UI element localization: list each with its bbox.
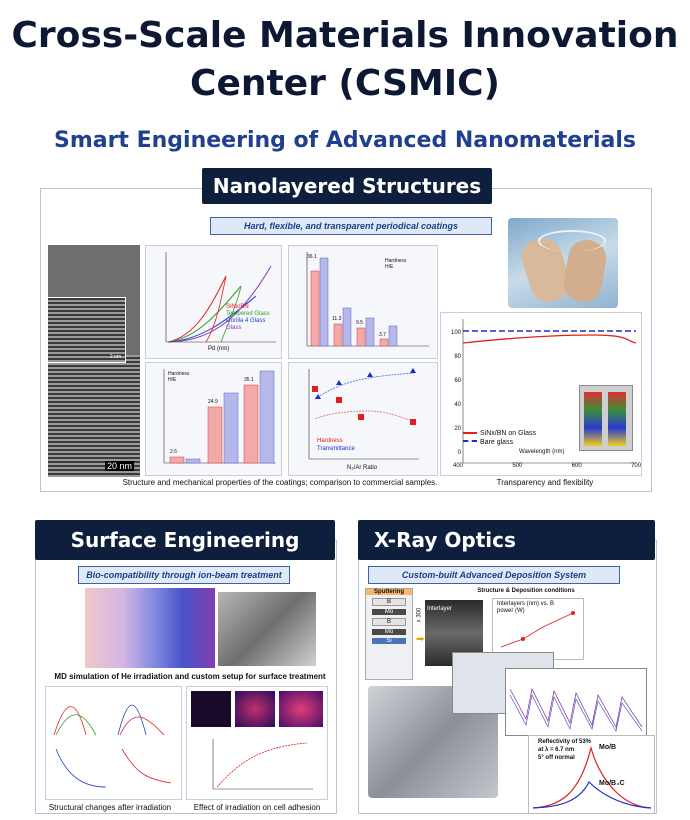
sample-photo bbox=[579, 385, 633, 451]
layer-mo-2: Mo bbox=[372, 629, 406, 635]
legend-he-b: H/E bbox=[168, 377, 177, 383]
tem-inset-scale: 2 nm bbox=[109, 354, 121, 360]
xtick-400: 400 bbox=[453, 463, 464, 469]
reflectivity-line1: Reflectivity of 53% bbox=[538, 739, 592, 745]
xtick-600: 600 bbox=[571, 463, 582, 469]
ytick-80: 80 bbox=[454, 354, 461, 360]
reflectivity-curves: Mo/B Mo/B₄C bbox=[528, 735, 655, 814]
nano-caption-right: Transparency and flexibility bbox=[496, 478, 594, 487]
interlayer-note: Interlayers (nm) vs. B power (W) bbox=[497, 601, 555, 614]
surface-caption-right: Effect of irradiation on cell adhesion bbox=[193, 803, 321, 812]
load-depth-chart: SiNx/BN Tempered Glass Gorilla 4 Glass G… bbox=[145, 245, 282, 359]
legend-glass: Glass bbox=[226, 325, 242, 331]
ratio-chart: Hardness Transmittance N₂/Ar Ratio bbox=[288, 362, 438, 476]
legend-he: H/E bbox=[385, 264, 394, 270]
sample-strip-2 bbox=[608, 392, 626, 446]
nanolayered-banner: Hard, flexible, and transparent periodic… bbox=[210, 217, 492, 235]
page-title-line1: Cross-Scale Materials Innovation bbox=[11, 15, 679, 56]
bar-bottom-label-3: 35.1 bbox=[244, 377, 254, 383]
md-simulation-image bbox=[85, 588, 215, 668]
page-title-line2: Center (CSMIC) bbox=[190, 63, 500, 104]
bar-top-label-3: 9.5 bbox=[356, 320, 363, 326]
load-legend: SiNx/BN Tempered Glass Gorilla 4 Glass G… bbox=[226, 304, 270, 332]
legend-gorilla: Gorilla 4 Glass bbox=[226, 318, 266, 324]
trans-yticks: 100 80 60 40 20 0 bbox=[451, 321, 461, 465]
hardness-bars-top: 36.1 11.3 9.5 3.7 Hardness H/E bbox=[288, 245, 438, 359]
hardness-bars-bottom: 2.6 24.9 35.1 Hardness H/E bbox=[145, 362, 282, 476]
xtick-500: 500 bbox=[512, 463, 523, 469]
nano-caption-left: Structure and mechanical properties of t… bbox=[122, 478, 438, 487]
surface-header: Surface Engineering bbox=[35, 520, 335, 560]
layer-b-2: B bbox=[372, 618, 406, 626]
transmittance-chart: 100 80 60 40 20 0 400 500 600 700 Wavele… bbox=[440, 312, 642, 476]
bar-top-label-2: 11.3 bbox=[332, 316, 342, 322]
legend-hardness-b: Hardness bbox=[168, 371, 190, 377]
curve-a-label: Mo/B bbox=[599, 744, 617, 751]
ratio-legend: Hardness Transmittance bbox=[317, 437, 355, 453]
layer-b-1: B bbox=[372, 598, 406, 606]
tem-scale-bar: 20 nm bbox=[104, 461, 134, 471]
legend-ratio-hardness: Hardness bbox=[317, 438, 343, 444]
page-subtitle: Smart Engineering of Advanced Nanomateri… bbox=[53, 128, 637, 153]
tem-stripes bbox=[48, 245, 140, 477]
reflectivity-line2: at λ = 6.7 nm bbox=[538, 747, 575, 753]
bars-bottom-legend: Hardness H/E bbox=[168, 371, 189, 383]
layer-mo-1: Mo bbox=[372, 609, 406, 615]
surface-caption-left: Structural changes after irradiation bbox=[48, 803, 172, 812]
trans-xticks: 400 500 600 700 bbox=[453, 463, 641, 469]
layer-mult: x 300 bbox=[416, 607, 423, 623]
reflectivity-line3: 5° off normal bbox=[538, 755, 575, 761]
ytick-40: 40 bbox=[454, 402, 461, 408]
legend-bare-glass-label: Bare glass bbox=[480, 439, 514, 446]
ytick-100: 100 bbox=[451, 330, 462, 336]
structural-changes-charts bbox=[45, 686, 182, 800]
flexible-glass-photo bbox=[508, 218, 618, 308]
sputter-stack: Sputtering B Mo B Mo Si bbox=[365, 588, 413, 680]
cond-title: Structure & Deposition conditions bbox=[477, 588, 575, 594]
legend-hardness: Hardness bbox=[385, 258, 407, 264]
trans-legend: SiNx/BN on Glass Bare glass bbox=[463, 429, 536, 447]
ytick-60: 60 bbox=[454, 378, 461, 384]
legend-tempered: Tempered Glass bbox=[226, 311, 270, 317]
reflectivity-plot bbox=[505, 668, 647, 736]
load-xlabel: Pd (nm) bbox=[208, 346, 230, 352]
xray-header: X-Ray Optics bbox=[358, 520, 655, 560]
bar-top-label-1: 36.1 bbox=[307, 254, 317, 260]
trans-xlabel: Wavelength (nm) bbox=[519, 449, 565, 455]
legend-sinx-glass: SiNx/BN on Glass bbox=[463, 429, 536, 438]
cell-adhesion-images bbox=[186, 686, 328, 800]
ytick-0: 0 bbox=[457, 450, 461, 456]
xray-banner: Custom-built Advanced Deposition System bbox=[368, 566, 620, 584]
tem-image: 2 nm 20 nm bbox=[48, 245, 140, 477]
tem-inset: 2 nm bbox=[48, 297, 126, 363]
cell-image-1 bbox=[191, 691, 231, 727]
bar-top-label-4: 3.7 bbox=[379, 332, 386, 338]
surface-caption-md: MD simulation of He irradiation and cust… bbox=[54, 672, 326, 681]
interlayer-label: Interlayer bbox=[427, 606, 453, 612]
ytick-20: 20 bbox=[454, 426, 461, 432]
setup-photo bbox=[218, 592, 316, 666]
bar-bottom-label-1: 2.6 bbox=[170, 449, 177, 455]
ratio-xlabel: N₂/Ar Ratio bbox=[347, 465, 378, 471]
sputter-title: Sputtering bbox=[366, 589, 412, 595]
bent-glass bbox=[538, 230, 606, 252]
layer-si: Si bbox=[372, 638, 406, 644]
surface-banner: Bio-compatibility through ion-beam treat… bbox=[78, 566, 290, 584]
legend-bare-glass: Bare glass bbox=[463, 438, 536, 447]
sample-strip-1 bbox=[584, 392, 602, 446]
legend-sinx-glass-label: SiNx/BN on Glass bbox=[480, 430, 537, 437]
legend-sinx: SiNx/BN bbox=[226, 304, 249, 310]
curve-b-label: Mo/B₄C bbox=[599, 780, 625, 787]
legend-ratio-transmittance: Transmittance bbox=[317, 446, 355, 452]
cell-image-2 bbox=[235, 691, 275, 727]
cell-image-3 bbox=[279, 691, 323, 727]
bars-top-legend: Hardness H/E bbox=[385, 258, 406, 270]
nanolayered-header: Nanolayered Structures bbox=[202, 168, 492, 204]
reflectivity-note: Reflectivity of 53% at λ = 6.7 nm 5° off… bbox=[538, 738, 591, 762]
bar-bottom-label-2: 24.9 bbox=[208, 399, 218, 405]
arrow-icon: ➡ bbox=[416, 634, 425, 645]
xtick-700: 700 bbox=[630, 463, 641, 469]
interlayer-chart: Interlayers (nm) vs. B power (W) bbox=[492, 598, 584, 660]
